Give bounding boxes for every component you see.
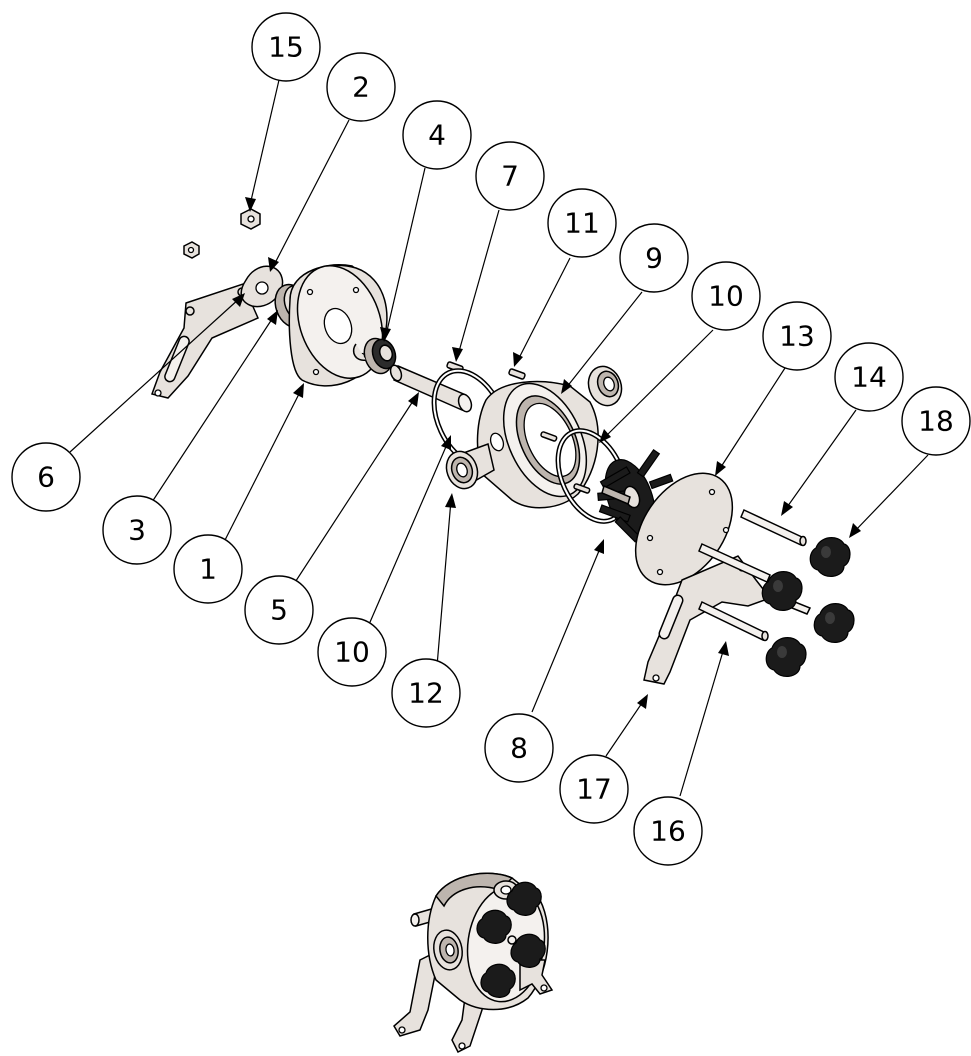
balloon-8-label: 8 bbox=[510, 732, 528, 765]
balloon-2-label: 2 bbox=[352, 71, 370, 104]
part-12-port bbox=[445, 443, 495, 490]
balloon-7-label: 7 bbox=[501, 160, 519, 193]
balloon-14-label: 14 bbox=[851, 361, 887, 394]
part-9-pump-body bbox=[476, 365, 623, 509]
part-8-impeller bbox=[597, 448, 674, 543]
balloon-17: 17 bbox=[559, 754, 629, 824]
balloon-7: 7 bbox=[475, 141, 545, 211]
part-13-cover bbox=[634, 472, 734, 586]
part-1-backplate bbox=[288, 264, 388, 387]
part-nut bbox=[183, 241, 200, 259]
balloon-1-label: 1 bbox=[199, 553, 217, 586]
balloon-18: 18 bbox=[901, 386, 971, 456]
balloon-15-label: 15 bbox=[268, 31, 304, 64]
balloon-2: 2 bbox=[326, 52, 396, 122]
balloon-6-label: 6 bbox=[37, 461, 55, 494]
part-5-shaft bbox=[389, 364, 473, 413]
balloon-17-label: 17 bbox=[576, 773, 612, 806]
part-18-knobs bbox=[761, 537, 855, 677]
balloon-9: 9 bbox=[619, 223, 689, 293]
balloon-10-top-label: 10 bbox=[708, 280, 744, 313]
balloon-13-label: 13 bbox=[779, 320, 815, 353]
balloon-16-label: 16 bbox=[650, 815, 686, 848]
balloon-8: 8 bbox=[484, 713, 554, 783]
part-15-nut bbox=[240, 208, 261, 230]
balloon-10-bottom: 10 bbox=[317, 617, 387, 687]
part-14-rod bbox=[740, 508, 807, 547]
balloon-6: 6 bbox=[11, 442, 81, 512]
part-11-pin bbox=[508, 368, 526, 380]
assembled-pump-view bbox=[393, 872, 554, 1054]
balloon-10-bottom-label: 10 bbox=[334, 636, 370, 669]
balloon-4-label: 4 bbox=[428, 119, 446, 152]
balloon-11-label: 11 bbox=[564, 207, 600, 240]
balloon-11: 11 bbox=[547, 188, 617, 258]
part-4-seal bbox=[352, 337, 397, 375]
balloon-5: 5 bbox=[244, 575, 314, 645]
balloon-3-label: 3 bbox=[128, 514, 146, 547]
balloon-14: 14 bbox=[834, 342, 904, 412]
balloon-13: 13 bbox=[762, 301, 832, 371]
balloon-15: 15 bbox=[251, 12, 321, 82]
balloon-12: 12 bbox=[391, 658, 461, 728]
balloon-12-label: 12 bbox=[408, 677, 444, 710]
balloon-4: 4 bbox=[402, 100, 472, 170]
balloon-5-label: 5 bbox=[270, 594, 288, 627]
leader-lines bbox=[69, 79, 929, 797]
balloon-3: 3 bbox=[102, 495, 172, 565]
balloon-18-label: 18 bbox=[918, 405, 954, 438]
balloon-1: 1 bbox=[173, 534, 243, 604]
balloon-16: 16 bbox=[633, 796, 703, 866]
balloon-10-top: 10 bbox=[691, 261, 761, 331]
balloon-9-label: 9 bbox=[645, 242, 663, 275]
